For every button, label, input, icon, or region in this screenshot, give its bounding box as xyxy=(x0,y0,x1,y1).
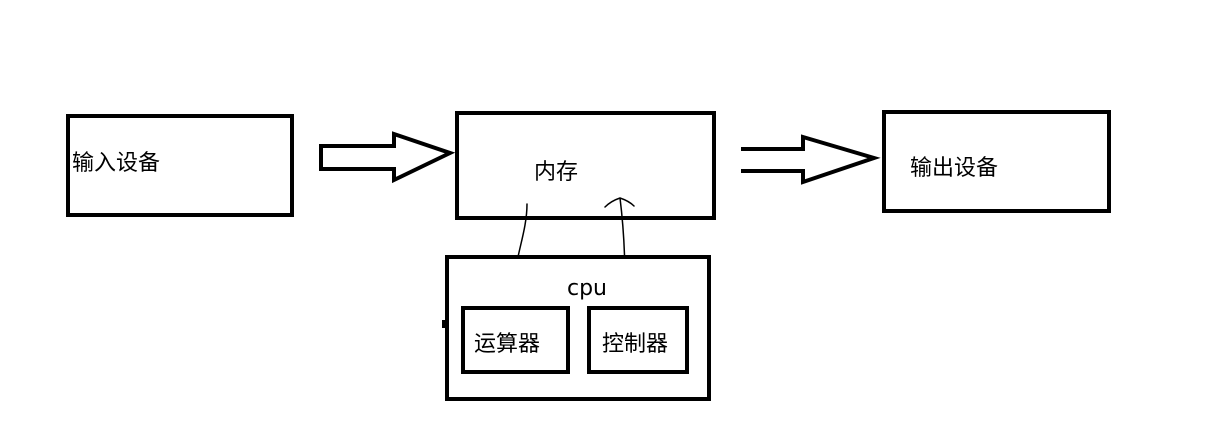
output-device-label: 输出设备 xyxy=(910,156,998,181)
arrow-input-to-memory xyxy=(319,131,456,184)
controller-label: 控制器 xyxy=(602,332,668,357)
node-alu: 运算器 xyxy=(461,306,570,374)
input-device-label: 输入设备 xyxy=(72,151,160,176)
alu-box xyxy=(461,306,570,374)
cpu-label: cpu xyxy=(567,276,607,301)
memory-label: 内存 xyxy=(534,160,578,185)
alu-label: 运算器 xyxy=(474,332,540,357)
cpu-mark xyxy=(442,320,448,328)
node-controller: 控制器 xyxy=(587,306,689,374)
node-input-device: 输入设备 xyxy=(66,114,294,217)
node-cpu: cpu 运算器 控制器 xyxy=(442,255,711,401)
input-device-box xyxy=(66,114,294,217)
controller-box xyxy=(587,306,689,374)
node-output-device: 输出设备 xyxy=(882,110,1111,213)
node-memory: 内存 xyxy=(455,111,716,220)
arrow-memory-to-output xyxy=(741,134,881,185)
output-device-box xyxy=(882,110,1111,213)
memory-box xyxy=(455,111,716,220)
